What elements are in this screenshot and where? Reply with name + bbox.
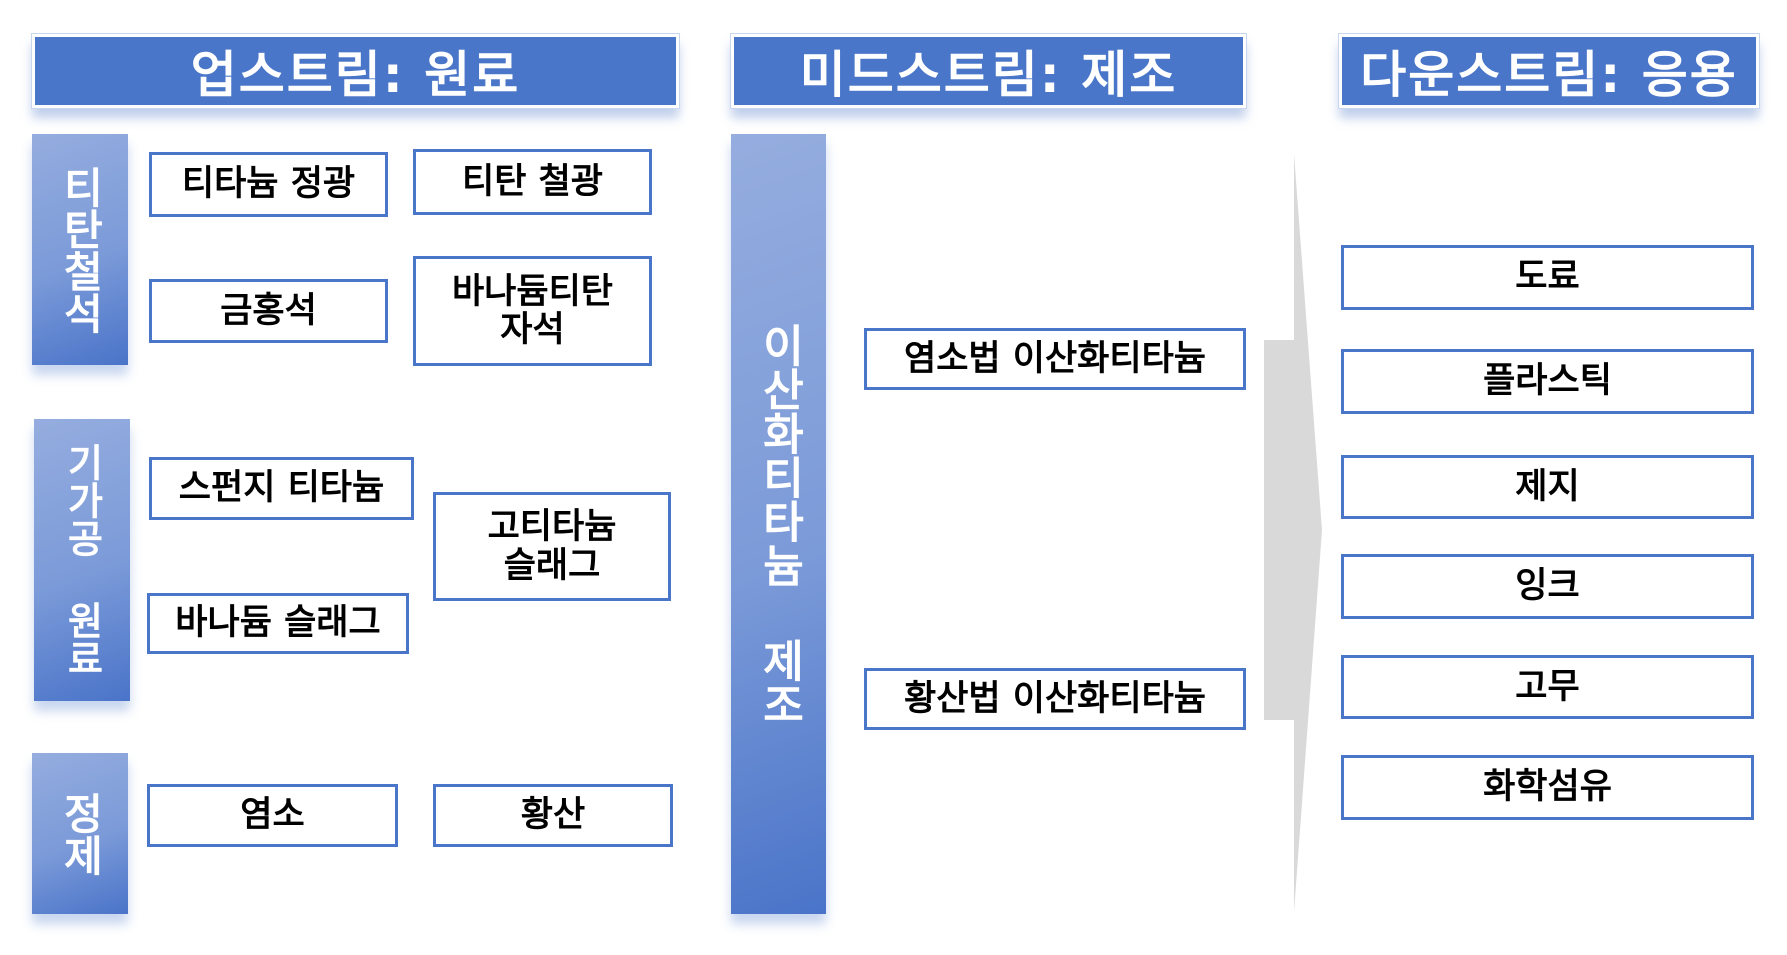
group-label-text: 정제 — [56, 791, 105, 876]
box-chloride-process-tio2: 염소법 이산화티타늄 — [864, 328, 1246, 390]
group-label-text: 티탄철석 — [56, 165, 105, 334]
midstream-header: 미드스트림: 제조 — [730, 33, 1247, 109]
group-label-ilmenite: 티탄철석 — [32, 134, 128, 365]
box-rutile: 금홍석 — [149, 279, 388, 343]
box-rubber: 고무 — [1341, 655, 1754, 719]
midstream-label-tio2-manufacturing: 이산화티타늄 제조 — [731, 134, 826, 914]
box-ink: 잉크 — [1341, 554, 1754, 619]
box-titanium-iron-ore: 티탄 철광 — [413, 149, 652, 215]
group-label-refining: 정제 — [32, 753, 128, 914]
flow-arrow-shape — [1264, 154, 1322, 912]
box-paper: 제지 — [1341, 455, 1754, 519]
box-vanadium-slag: 바나듐 슬래그 — [147, 593, 409, 654]
box-sulfate-process-tio2: 황산법 이산화티타늄 — [864, 668, 1246, 730]
box-plastic: 플라스틱 — [1341, 349, 1754, 414]
box-chemical-fiber: 화학섬유 — [1341, 755, 1754, 820]
box-sponge-titanium: 스펀지 티타늄 — [149, 457, 414, 520]
box-high-titanium-slag: 고티타늄 슬래그 — [433, 492, 671, 601]
downstream-header: 다운스트림: 응용 — [1338, 33, 1760, 109]
group-label-processed-materials: 기가공 원료 — [34, 419, 130, 701]
box-chlorine: 염소 — [147, 784, 398, 847]
box-vanadium-titanium-magnetite: 바나듐티탄 자석 — [413, 256, 652, 366]
upstream-header: 업스트림: 원료 — [31, 33, 680, 109]
group-label-text: 기가공 원료 — [60, 443, 104, 677]
midstream-label-text: 이산화티타늄 제조 — [753, 322, 805, 726]
box-titanium-concentrate: 티타늄 정광 — [149, 152, 388, 217]
box-paint: 도료 — [1341, 245, 1754, 310]
box-sulfuric-acid: 황산 — [433, 784, 673, 847]
